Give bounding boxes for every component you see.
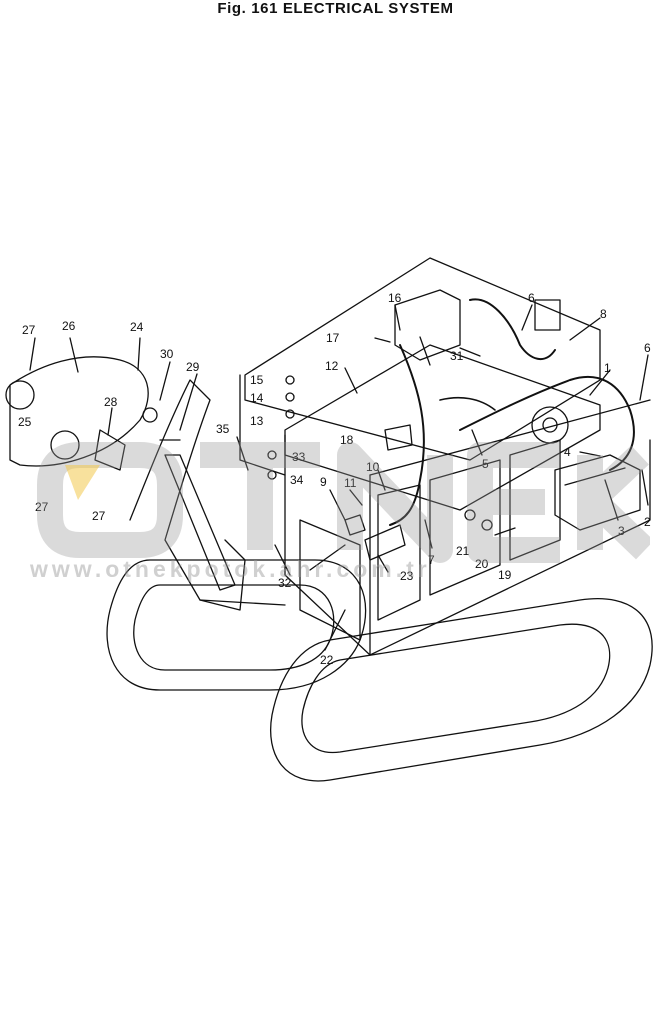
callout-25: 25	[18, 415, 32, 429]
callout-18: 18	[340, 433, 354, 447]
callout-32: 32	[278, 576, 292, 590]
callout-28: 28	[104, 395, 118, 409]
boom	[129, 379, 246, 611]
callout-33: 33	[292, 450, 306, 464]
callout-6b: 6	[644, 341, 651, 355]
left-crawler-track	[106, 559, 367, 691]
left-track-inner	[133, 584, 335, 671]
bolt-33	[267, 450, 277, 460]
door-panel-2	[429, 459, 501, 596]
fan-hub	[542, 417, 558, 433]
washer-20	[481, 519, 493, 531]
callout-24: 24	[130, 320, 144, 334]
upper-harness	[469, 298, 556, 360]
harness-branch	[439, 396, 496, 411]
callout-1: 1	[604, 361, 611, 375]
door-panel-1	[377, 484, 421, 621]
callout-13: 13	[250, 414, 264, 428]
lever-22	[309, 544, 346, 571]
figure-title: Fig. 161 ELECTRICAL SYSTEM	[217, 0, 454, 17]
callout-4: 4	[564, 445, 571, 459]
callout-34: 34	[290, 473, 304, 487]
callout-8: 8	[600, 307, 607, 321]
right-crawler-track	[270, 598, 653, 782]
callout-14: 14	[250, 391, 264, 405]
callout-27b: 27	[35, 500, 49, 514]
relay-box	[384, 424, 413, 451]
callout-2: 2	[644, 515, 651, 529]
callout-31: 31	[450, 349, 464, 363]
door-panel-3	[509, 439, 561, 561]
main-harness	[389, 344, 425, 526]
callout-27c: 27	[92, 509, 106, 523]
callout-12: 12	[325, 359, 339, 373]
callout-22: 22	[320, 653, 334, 667]
callout-26: 26	[62, 319, 76, 333]
callout-20: 20	[475, 557, 489, 571]
washer-21	[464, 509, 476, 521]
boom-cylinder	[164, 454, 236, 591]
callout-35: 35	[216, 422, 230, 436]
battery-box	[554, 454, 641, 531]
callout-29: 29	[186, 360, 200, 374]
callout-10: 10	[366, 460, 380, 474]
fan	[531, 406, 569, 444]
callout-5: 5	[482, 457, 489, 471]
left-frame-edge	[239, 374, 286, 476]
engine-harness	[459, 375, 635, 471]
callout-21: 21	[456, 544, 470, 558]
callout-17: 17	[326, 331, 340, 345]
callout-7: 7	[428, 553, 435, 567]
bracket-23	[364, 524, 406, 561]
side-panel	[299, 519, 361, 641]
battery-cell-line	[564, 467, 626, 486]
bolt-19	[494, 527, 516, 536]
left-lamp-housing	[9, 356, 149, 467]
rear-housing	[244, 257, 601, 461]
callout-9: 9	[320, 475, 327, 489]
callout-6a: 6	[528, 291, 535, 305]
lamp-27-lower	[50, 430, 80, 460]
callout-3: 3	[618, 524, 625, 538]
washer-14	[285, 392, 295, 402]
callout-16: 16	[388, 291, 402, 305]
switch-9	[344, 514, 366, 536]
callout-19: 19	[498, 568, 512, 582]
callout-30: 30	[160, 347, 174, 361]
muffler-stack	[534, 299, 561, 331]
right-track-inner	[301, 623, 611, 754]
callout-23: 23	[400, 569, 414, 583]
air-cleaner	[394, 289, 461, 361]
lamp-bracket	[94, 429, 126, 471]
frame-upper-edge	[369, 399, 651, 476]
washer-15	[285, 375, 295, 385]
callout-27a: 27	[22, 323, 36, 337]
callout-labels: 1 2 3 4 5 6 6 7 8 9 10 11 12 13 14 15 16…	[18, 291, 651, 667]
lamp-27-upper	[5, 380, 35, 410]
callout-11: 11	[344, 476, 357, 490]
boom-foot	[199, 599, 286, 606]
nut-13	[285, 409, 295, 419]
callout-15: 15	[250, 373, 264, 387]
washer-34	[267, 470, 277, 480]
lamp-mount-30	[142, 407, 158, 423]
